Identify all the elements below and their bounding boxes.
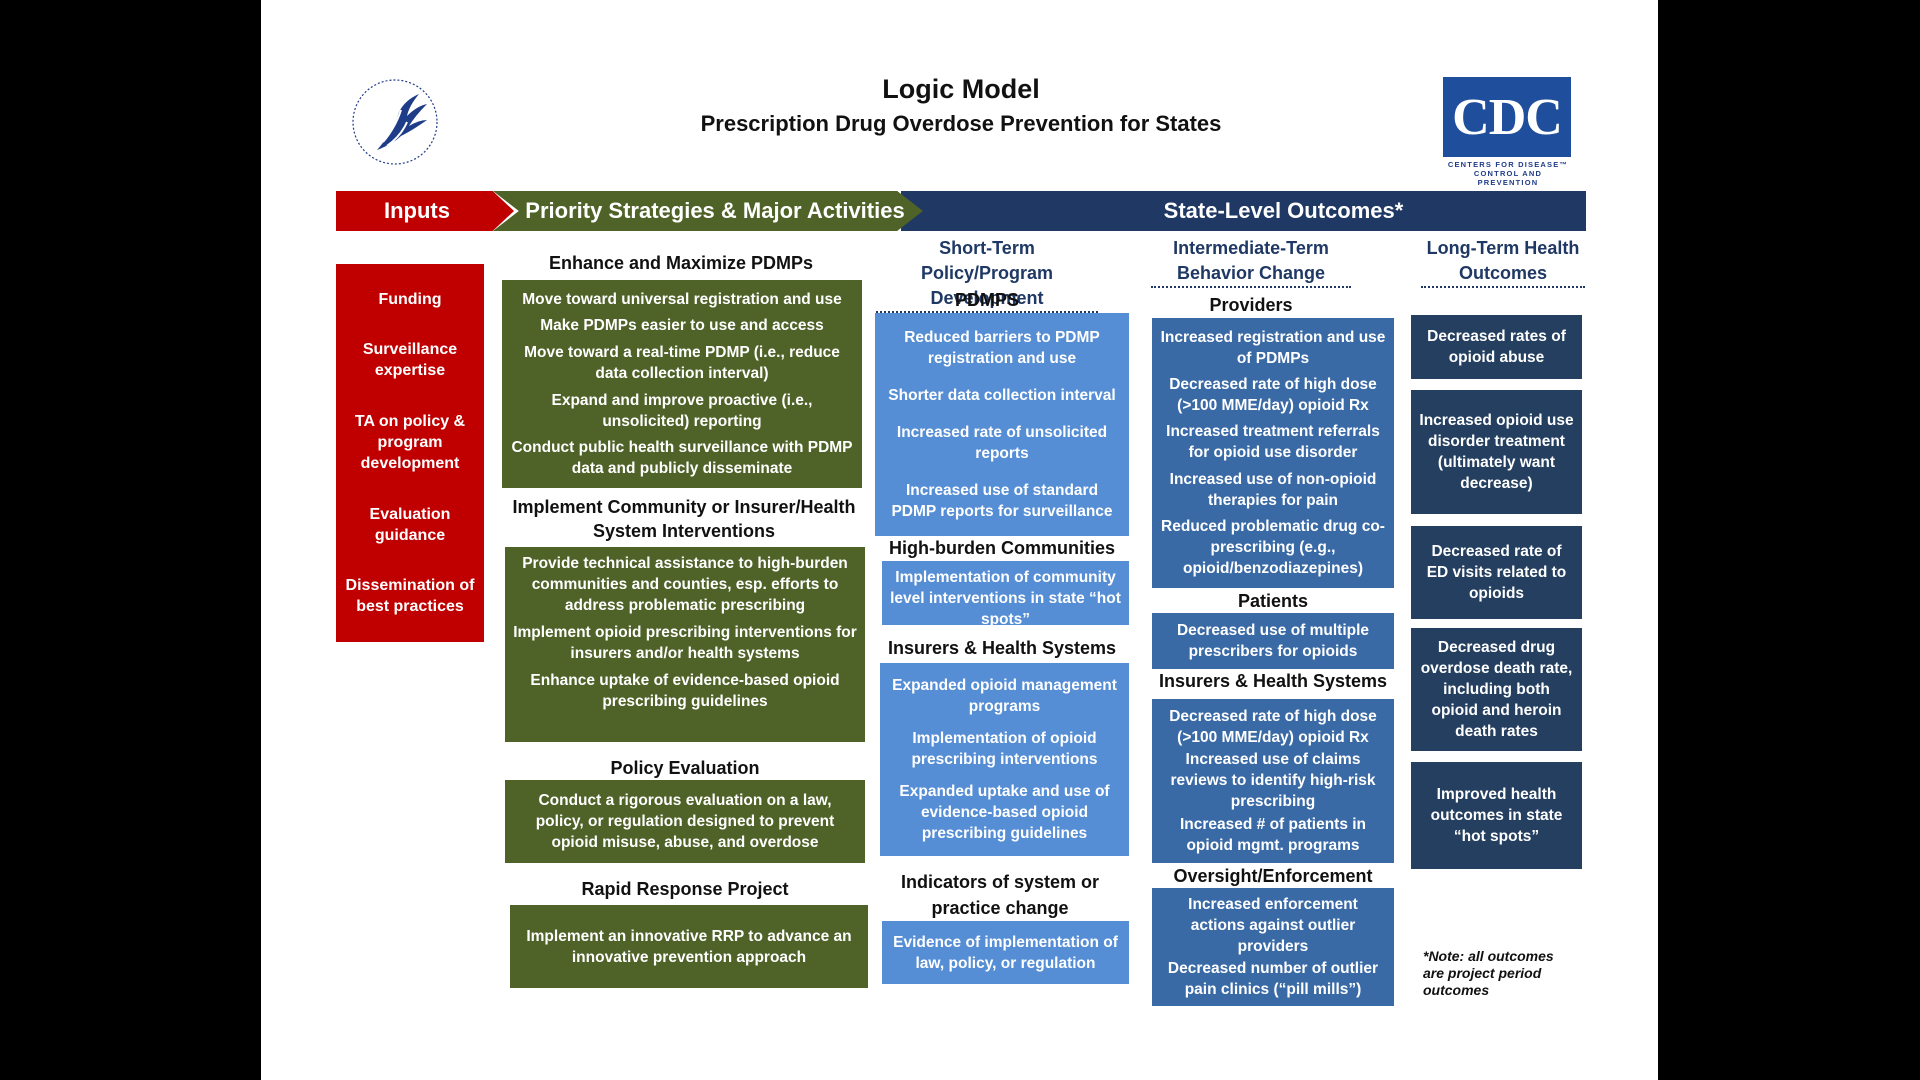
cdc-logo-sub1: CENTERS FOR DISEASE™ — [1447, 160, 1569, 169]
strategy-heading-rrp: Rapid Response Project — [581, 879, 789, 899]
outcome-item: Reduced problematic drug co-prescribing … — [1161, 518, 1385, 578]
outcome-item: Expanded uptake and use of evidence-base… — [899, 783, 1110, 843]
banner-inputs: Inputs — [336, 191, 514, 231]
short-term-box-indicators: Evidence of implementation of law, polic… — [882, 921, 1129, 984]
short-term-heading-communities: High-burden Communities — [889, 538, 1115, 558]
banner-strategies: Priority Strategies & Major Activities — [493, 191, 923, 231]
intermediate-box-insurers: Decreased rate of high dose (>100 MME/da… — [1152, 699, 1394, 863]
cdc-logo-box: CDC — [1443, 77, 1571, 157]
outcome-item: Increased registration and use of PDMPs — [1160, 328, 1386, 367]
outcome-item: Increased use of standard PDMP reports f… — [891, 482, 1113, 520]
short-term-box-pdmps: Reduced barriers to PDMP registration an… — [875, 313, 1129, 536]
input-item: Funding — [378, 290, 442, 308]
intermediate-box-patients: Decreased use of multiple prescribers fo… — [1152, 613, 1394, 669]
page-title: Logic Model — [882, 74, 1040, 104]
intermediate-header: Intermediate-Term Behavior Change — [1151, 236, 1351, 288]
outcome-item: Expanded opioid management programs — [892, 676, 1117, 715]
banner-outcomes: State-Level Outcomes* — [901, 191, 1586, 231]
long-term-box-death-rate: Decreased drug overdose death rate, incl… — [1411, 628, 1582, 751]
strategy-item: Make PDMPs easier to use and access — [540, 317, 824, 335]
strategy-item: Enhance uptake of evidence-based opioid … — [530, 672, 840, 710]
short-term-heading-pdmps: PDMPS — [954, 290, 1019, 310]
page-subtitle: Prescription Drug Overdose Prevention fo… — [700, 111, 1222, 136]
hhs-logo — [347, 72, 443, 172]
strategy-item: Conduct a rigorous evaluation on a law, … — [535, 792, 835, 851]
outcome-item: Implementation of opioid prescribing int… — [911, 729, 1098, 768]
outcome-item: Decreased rate of high dose (>100 MME/da… — [1169, 707, 1377, 746]
intermediate-heading-patients: Patients — [1237, 591, 1309, 611]
short-term-box-insurers: Expanded opioid management programs Impl… — [880, 663, 1129, 856]
intermediate-box-oversight: Increased enforcement actions against ou… — [1152, 888, 1394, 1006]
outcome-item: Increased use of claims reviews to ident… — [1170, 751, 1376, 811]
outcome-item: Reduced barriers to PDMP registration an… — [904, 329, 1100, 367]
outcome-item: Decreased rate of ED visits related to o… — [1426, 543, 1567, 602]
strategy-item: Implement opioid prescribing interventio… — [513, 624, 857, 662]
long-term-box-hot-spots: Improved health outcomes in state “hot s… — [1411, 762, 1582, 869]
cdc-logo: CDC CENTERS FOR DISEASE™ CONTROL AND PRE… — [1443, 77, 1573, 187]
short-term-heading-insurers: Insurers & Health Systems — [887, 638, 1117, 658]
long-term-header: Long-Term Health Outcomes — [1421, 236, 1585, 288]
outcome-item: Evidence of implementation of law, polic… — [893, 933, 1118, 972]
short-term-header: Short-Term Policy/Program Development — [876, 236, 1098, 313]
outcome-item: Increased opioid use disorder treatment … — [1419, 412, 1574, 492]
long-term-box-abuse: Decreased rates of opioid abuse — [1411, 315, 1582, 379]
long-term-box-ed-visits: Decreased rate of ED visits related to o… — [1411, 526, 1582, 619]
strategy-box-pdmp: Move toward universal registration and u… — [502, 280, 862, 488]
strategy-item: Move toward a real-time PDMP (i.e., redu… — [524, 343, 840, 382]
hhs-eagle-icon — [352, 79, 438, 165]
outcome-item: Shorter data collection interval — [888, 387, 1116, 404]
inputs-box: Funding Surveillance expertise TA on pol… — [336, 264, 484, 642]
outcome-item: Decreased rates of opioid abuse — [1427, 328, 1566, 366]
strategy-box-community: Provide technical assistance to high-bur… — [505, 547, 865, 742]
outcome-item: Decreased use of multiple prescribers fo… — [1176, 622, 1370, 660]
outcome-item: Decreased drug overdose death rate, incl… — [1420, 639, 1573, 740]
footnote: *Note: all outcomes are project period o… — [1423, 948, 1554, 998]
outcome-item: Increased # of patients in opioid mgmt. … — [1179, 816, 1367, 855]
outcome-item: Increased enforcement actions against ou… — [1188, 896, 1358, 956]
intermediate-box-providers: Increased registration and use of PDMPs … — [1152, 318, 1394, 588]
outcome-item: Decreased rate of high dose (>100 MME/da… — [1169, 376, 1377, 415]
intermediate-heading-insurers: Insurers & Health Systems — [1158, 671, 1388, 691]
cdc-logo-text: CDC — [1452, 88, 1563, 146]
input-item: Evaluation guidance — [369, 505, 451, 544]
strategy-item: Move toward universal registration and u… — [522, 290, 842, 308]
strategy-heading-community: Implement Community or Insurer/Health Sy… — [512, 497, 856, 541]
input-item: TA on policy & program development — [354, 412, 466, 472]
strategy-item: Expand and improve proactive (i.e., unso… — [551, 391, 813, 430]
outcome-item: Increased use of non-opioid therapies fo… — [1169, 470, 1377, 509]
strategy-heading-policy: Policy Evaluation — [610, 758, 760, 778]
strategy-item: Implement an innovative RRP to advance a… — [526, 927, 852, 966]
outcome-item: Decreased number of outlier pain clinics… — [1167, 959, 1379, 998]
short-term-box-communities: Implementation of community level interv… — [882, 561, 1129, 628]
outcome-item: Increased treatment referrals for opioid… — [1166, 423, 1380, 462]
short-term-heading-indicators: Indicators of system or practice change — [900, 872, 1100, 918]
input-item: Dissemination of best practices — [345, 577, 475, 616]
slide: Logic Model Prescription Drug Overdose P… — [261, 0, 1658, 1080]
intermediate-heading-oversight: Oversight/Enforcement — [1173, 866, 1373, 886]
strategy-box-policy: Conduct a rigorous evaluation on a law, … — [505, 780, 865, 863]
cdc-logo-sub2: CONTROL AND PREVENTION — [1473, 169, 1543, 187]
strategy-item: Conduct public health surveillance with … — [511, 439, 853, 478]
outcome-item: Improved health outcomes in state “hot s… — [1430, 786, 1563, 845]
strategy-item: Provide technical assistance to high-bur… — [522, 555, 848, 614]
outcome-item: Increased rate of unsolicited reports — [896, 424, 1108, 462]
input-item: Surveillance expertise — [362, 341, 458, 380]
intermediate-heading-providers: Providers — [1209, 295, 1293, 315]
outcome-item: Implementation of community level interv… — [890, 569, 1121, 628]
strategy-box-rrp: Implement an innovative RRP to advance a… — [510, 905, 868, 988]
strategy-heading-pdmp: Enhance and Maximize PDMPs — [548, 253, 814, 273]
long-term-box-treatment: Increased opioid use disorder treatment … — [1411, 390, 1582, 514]
